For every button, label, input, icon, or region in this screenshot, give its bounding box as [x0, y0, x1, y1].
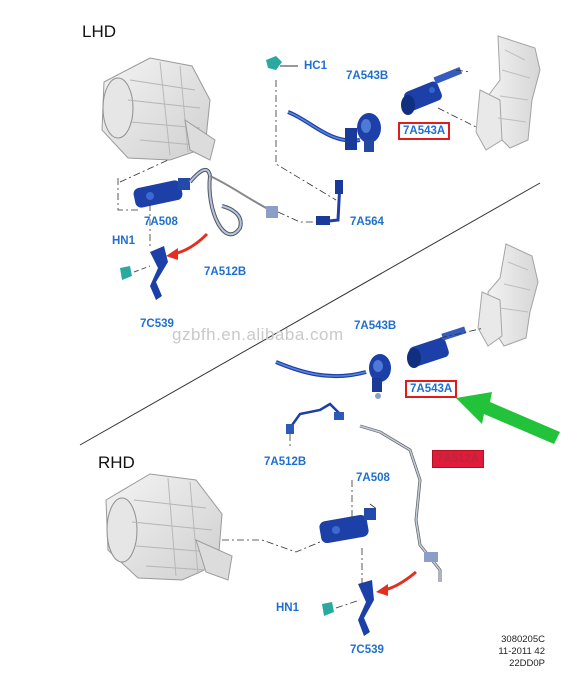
watermark-text: gzbfh.en.alibaba.com	[172, 325, 344, 344]
rhd-transmission-illustration	[105, 473, 233, 581]
label-hc1: HC1	[304, 60, 328, 72]
document-code-line-2: 11-2011 42	[498, 646, 545, 657]
label-rhd-7a543a-highlighted: 7A543A	[405, 380, 458, 398]
lhd-hn1-nut	[120, 265, 151, 280]
rhd-reservoir-hose	[275, 354, 391, 399]
label-lhd-7a564: 7A564	[350, 216, 384, 228]
lhd-transmission-illustration	[101, 57, 216, 161]
label-rhd-7c539: 7C539	[350, 644, 384, 656]
label-lhd-7a543a-highlighted: 7A543A	[398, 122, 451, 140]
rhd-hn1-nut	[322, 602, 334, 616]
label-rhd-7a512a-highlighted: 7A512A	[432, 450, 485, 468]
lhd-line-7a564	[316, 180, 343, 225]
label-rhd-7a543b: 7A543B	[354, 320, 397, 332]
rhd-routing-lines	[222, 327, 485, 609]
lhd-section-title: LHD	[82, 22, 117, 41]
document-code-line-3: 22DD0P	[509, 658, 545, 669]
label-lhd-hn1: HN1	[112, 235, 136, 247]
lhd-hc1-clip	[266, 56, 298, 70]
label-lhd-7c539: 7C539	[140, 318, 174, 330]
rhd-master-cylinder	[407, 326, 467, 368]
label-rhd-7a512b: 7A512B	[264, 456, 307, 468]
rhd-red-direction-arrow	[376, 570, 417, 596]
rhd-slave-cylinder	[319, 508, 376, 544]
lhd-reservoir-hose	[287, 110, 381, 152]
lhd-pedal-box-illustration	[475, 35, 541, 151]
lhd-red-direction-arrow	[166, 232, 209, 260]
rhd-pedal-box-illustration	[477, 243, 539, 347]
green-pointer-arrow	[456, 392, 560, 444]
lhd-hose-7a512b	[188, 167, 278, 237]
lhd-master-cylinder	[401, 67, 463, 115]
label-rhd-hn1: HN1	[276, 602, 300, 614]
rhd-section-title: RHD	[98, 453, 135, 472]
lhd-slave-cylinder	[133, 178, 190, 208]
label-rhd-7a508: 7A508	[356, 472, 390, 484]
document-code-line-1: 3080205C	[501, 634, 545, 645]
label-lhd-7a512b: 7A512B	[204, 266, 247, 278]
label-lhd-7a543b: 7A543B	[346, 70, 389, 82]
document-code-block: 3080205C 11-2011 42 22DD0P	[498, 634, 545, 670]
lhd-pedal-rod	[150, 246, 168, 300]
rhd-line-7a512b	[286, 402, 442, 582]
label-lhd-7a508: 7A508	[144, 216, 178, 228]
section-divider-line	[79, 182, 541, 446]
lhd-routing-lines	[117, 69, 479, 246]
rhd-pedal-rod	[358, 580, 374, 636]
